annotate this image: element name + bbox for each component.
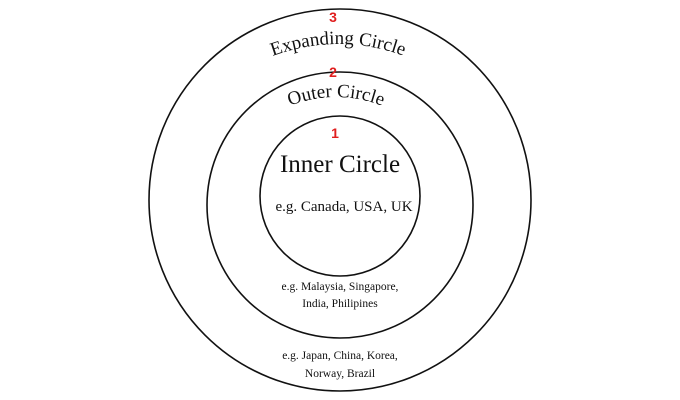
expanding-circle-example-line1: e.g. Japan, China, Korea, [282, 350, 398, 362]
outer-circle-title: Outer Circle [285, 81, 388, 111]
inner-circle-ring [259, 115, 421, 277]
inner-circle-title: Inner Circle [280, 151, 400, 178]
outer-circle-example-line2: India, Philipines [302, 298, 378, 310]
expanding-circle-title-text: Expanding Circle [268, 28, 409, 61]
expanding-circle-number: 3 [329, 9, 337, 25]
outer-circle-ring [206, 71, 474, 339]
outer-circle-title-text: Outer Circle [285, 81, 388, 111]
expanding-circle-example-line2: Norway, Brazil [305, 368, 375, 380]
outer-circle-example-line1: e.g. Malaysia, Singapore, [282, 281, 399, 293]
expanding-circle-ring [148, 8, 532, 392]
outer-circle-number: 2 [329, 64, 337, 80]
expanding-circle-title: Expanding Circle [268, 28, 409, 61]
inner-circle-number: 1 [331, 125, 339, 141]
inner-circle-example: e.g. Canada, USA, UK [275, 199, 412, 215]
